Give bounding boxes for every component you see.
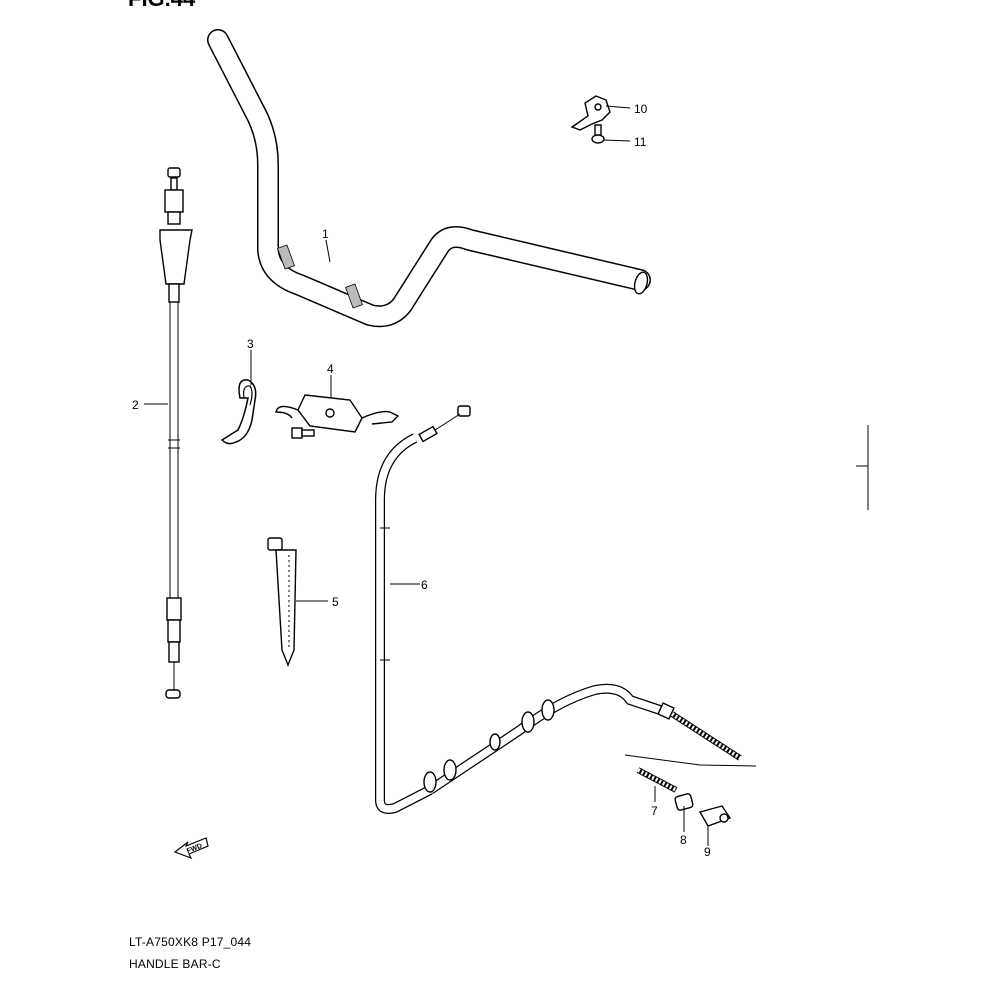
holder-part-4 <box>275 394 400 439</box>
fwd-arrow-icon: FWD <box>173 837 209 860</box>
joint-part-9 <box>698 805 732 827</box>
bracket-part-10 <box>570 95 611 131</box>
clip-part-3 <box>220 379 257 445</box>
leader-lines <box>144 105 869 846</box>
callout-2: 2 <box>132 398 139 412</box>
callout-8: 8 <box>680 833 687 847</box>
callout-11: 11 <box>634 135 647 149</box>
section-title: HANDLE BAR-C <box>129 957 221 971</box>
figure-title: FIG.44 <box>128 0 196 11</box>
callout-1: 1 <box>322 227 329 241</box>
callout-9: 9 <box>704 845 711 859</box>
model-code: LT-A750XK8 P17_044 <box>129 935 252 949</box>
spring-part-7 <box>636 767 678 793</box>
band-part-5 <box>267 537 297 667</box>
callout-3: 3 <box>247 337 254 351</box>
callout-7: 7 <box>651 804 658 818</box>
nut-part-8 <box>674 793 694 811</box>
callout-10: 10 <box>634 102 648 116</box>
throttle-cable-part-2 <box>159 167 193 699</box>
handlebar <box>207 29 651 328</box>
callout-5: 5 <box>332 595 339 609</box>
screw-part-11 <box>591 124 605 144</box>
callout-6: 6 <box>421 578 428 592</box>
callout-4: 4 <box>327 362 334 376</box>
brake-cable-part-6 <box>375 405 757 814</box>
